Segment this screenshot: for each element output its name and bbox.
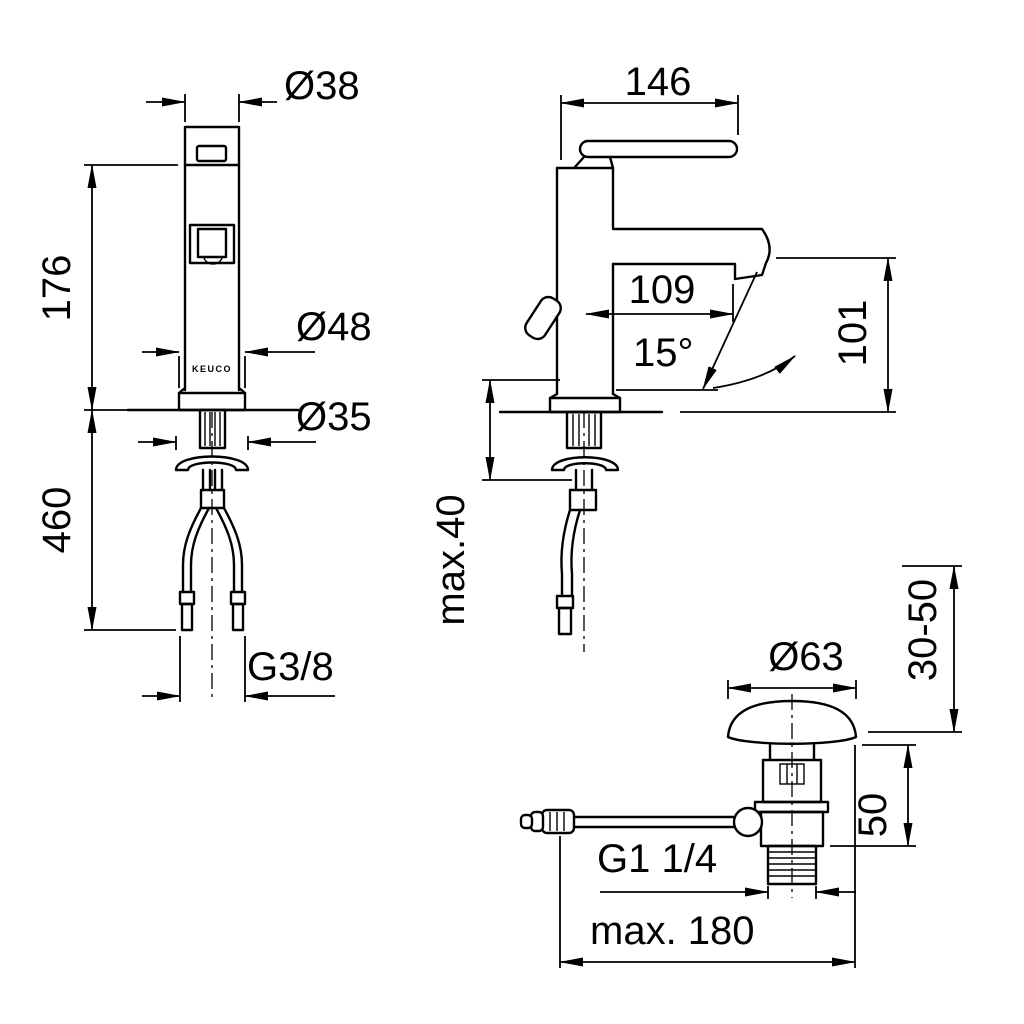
dim-height-176: 176 bbox=[35, 164, 178, 411]
dim-label-176: 176 bbox=[35, 255, 79, 322]
rod-knob bbox=[540, 808, 576, 835]
pop-up-rod bbox=[543, 815, 739, 829]
dim-dia-63: Ø63 bbox=[727, 635, 857, 699]
dim-reach-109: 109 bbox=[585, 268, 734, 322]
dim-label-dia63: Ø63 bbox=[768, 635, 844, 679]
supply-pipes bbox=[201, 468, 224, 492]
right-supply-hose bbox=[214, 506, 244, 594]
left-hose-end bbox=[180, 602, 194, 632]
dim-range-3050: 30-50 bbox=[868, 565, 962, 733]
overflow-slot-lines bbox=[786, 764, 798, 784]
supply-hose-side bbox=[560, 508, 582, 598]
dim-label-dia48: Ø48 bbox=[296, 305, 372, 349]
spout-window bbox=[188, 223, 236, 265]
spout-side bbox=[611, 227, 771, 281]
dim-height-460: 460 bbox=[35, 409, 176, 631]
dim-label-109: 109 bbox=[629, 268, 696, 312]
hose-end-side bbox=[557, 606, 573, 636]
dim-label-dia35: Ø35 bbox=[296, 395, 372, 439]
dim-label-101: 101 bbox=[831, 300, 875, 367]
faucet-body-side bbox=[555, 166, 615, 396]
dim-height-50: 50 bbox=[830, 744, 916, 847]
drain-view: Ø63 30-50 50 G1 1/4 max. 180 bbox=[519, 565, 962, 968]
dim-thread-g114: G1 1/4 bbox=[597, 837, 856, 899]
aerator-frame bbox=[196, 227, 228, 259]
hose-nut-side bbox=[555, 594, 575, 610]
aerator-outlet bbox=[203, 257, 223, 265]
brand-logo: KEUCO bbox=[192, 364, 232, 374]
dim-angle-15: 15° bbox=[616, 271, 796, 391]
dim-label-max40: max.40 bbox=[429, 494, 473, 625]
dim-label-g38: G3/8 bbox=[247, 645, 334, 689]
left-supply-hose bbox=[181, 506, 211, 594]
mounting-washer-side bbox=[550, 456, 620, 472]
supply-pipe-side bbox=[574, 468, 594, 492]
shank-thread-lines bbox=[204, 412, 221, 446]
drain-neck bbox=[768, 743, 816, 762]
dim-label-max180: max. 180 bbox=[590, 909, 755, 953]
mounting-washer-front bbox=[174, 455, 250, 472]
dim-label-15deg: 15° bbox=[633, 331, 694, 375]
dim-dia-48: Ø48 bbox=[142, 305, 372, 388]
side-view: 146 109 15° 101 max.40 bbox=[429, 60, 896, 652]
lever-handle-side bbox=[578, 139, 739, 159]
dim-label-50: 50 bbox=[851, 793, 895, 838]
drain-plug-cap bbox=[726, 699, 858, 745]
right-hose-nut bbox=[229, 590, 247, 606]
dim-label-g114: G1 1/4 bbox=[597, 837, 717, 881]
right-hose-end bbox=[231, 602, 245, 632]
base-flange-side bbox=[548, 396, 622, 414]
front-view: KEUCO Ø38 176 bbox=[35, 64, 372, 702]
hose-junction-side bbox=[568, 488, 598, 512]
lever-front-face bbox=[195, 144, 228, 163]
dim-label-460: 460 bbox=[35, 487, 79, 554]
dim-label-dia38: Ø38 bbox=[284, 64, 360, 108]
left-hose-nut bbox=[178, 590, 196, 606]
dim-height-101: 101 bbox=[680, 257, 896, 413]
base-flange-front bbox=[177, 391, 247, 412]
dim-rod-max180: max. 180 bbox=[559, 745, 856, 968]
lever-neck bbox=[555, 155, 615, 170]
dim-dia-35: Ø35 bbox=[138, 395, 372, 450]
dim-dia-38: Ø38 bbox=[146, 64, 360, 122]
rod-knob-knurl bbox=[549, 812, 565, 831]
shank-thread-lines-side bbox=[572, 414, 596, 446]
rod-tip-end bbox=[519, 813, 534, 830]
dim-thread-g38: G3/8 bbox=[142, 636, 335, 702]
side-knob bbox=[524, 295, 562, 341]
dim-label-146: 146 bbox=[625, 60, 692, 104]
rod-ball-joint bbox=[732, 806, 764, 838]
dim-depth-146: 146 bbox=[560, 60, 739, 160]
dim-deck-max40: max.40 bbox=[429, 379, 572, 626]
dim-label-3050: 30-50 bbox=[901, 579, 945, 681]
faucet-body-front bbox=[183, 125, 241, 392]
